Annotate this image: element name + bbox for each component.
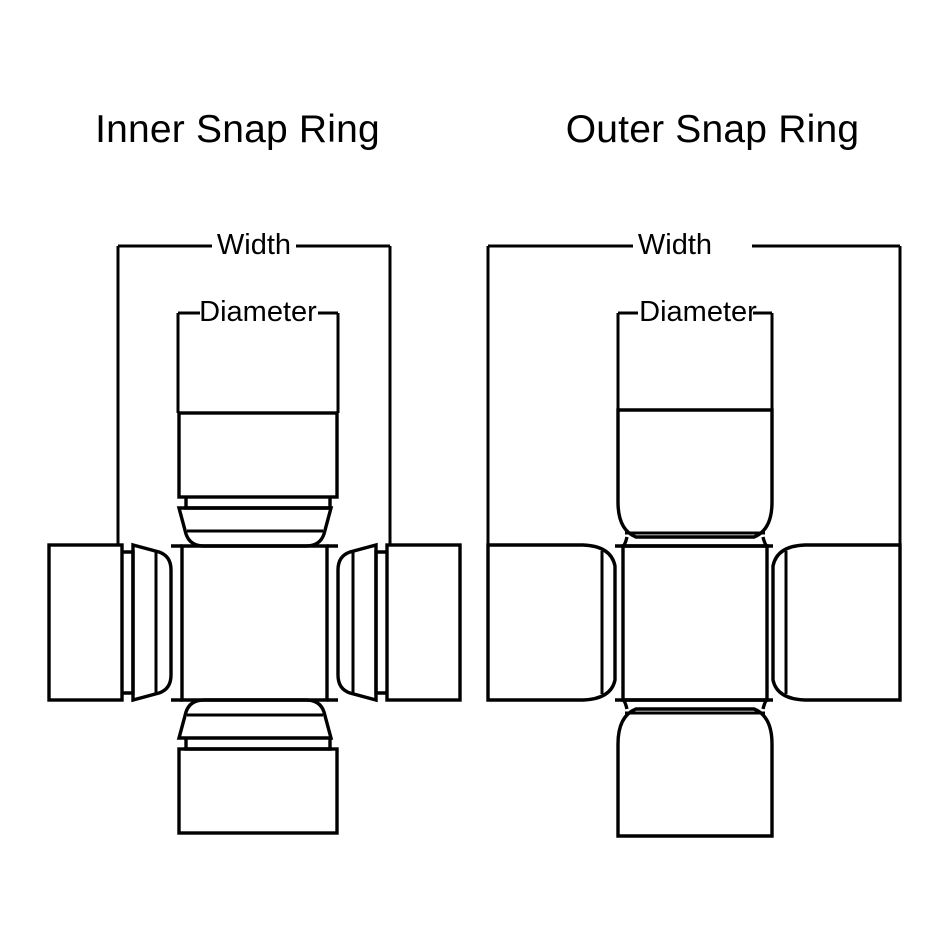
left-bearing-cap-inner (47, 542, 182, 703)
width-dimension-outer (486, 244, 902, 545)
width-label-outer: Width (637, 229, 713, 261)
width-label-inner: Width (216, 229, 292, 261)
width-dimension-inner (116, 244, 392, 545)
outer-snap-ring-drawing (486, 244, 902, 838)
left-bearing-cap-outer (486, 543, 623, 702)
inner-snap-ring-drawing (47, 244, 462, 835)
panel-outer-snap-ring: Outer Snap Ring (475, 0, 950, 950)
bottom-bearing-cap-outer (616, 698, 774, 838)
right-bearing-cap-inner (327, 542, 462, 703)
diameter-dimension-inner (176, 311, 340, 413)
bottom-bearing-cap-inner (176, 698, 339, 835)
center-cross-block-inner (180, 544, 329, 702)
right-bearing-cap-outer (767, 543, 902, 702)
diameter-dimension-outer (616, 311, 774, 410)
diameter-label-outer: Diameter (639, 296, 757, 328)
top-bearing-cap-inner (176, 411, 339, 548)
panel-title-outer: Outer Snap Ring (565, 108, 860, 151)
panel-inner-snap-ring: Inner Snap Ring (47, 108, 462, 835)
panel-title-inner: Inner Snap Ring (95, 108, 380, 151)
top-bearing-cap-outer (616, 408, 774, 548)
diameter-label-inner: Diameter (199, 296, 317, 328)
center-cross-block-outer (621, 544, 769, 702)
